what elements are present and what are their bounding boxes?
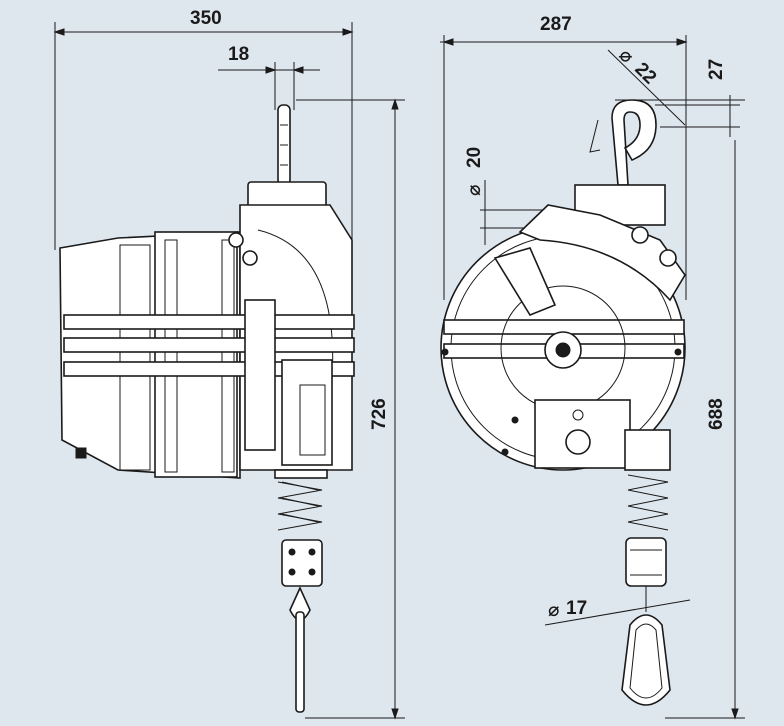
front-hook — [574, 99, 666, 226]
side-cable-end — [281, 539, 323, 713]
dimension-18: 18 — [218, 44, 320, 110]
dimension-287-label: 287 — [540, 14, 572, 35]
hook-diameter-symbol: ⌀ — [614, 45, 637, 68]
dimension-726: 726 — [296, 98, 405, 720]
dimension-18-label: 18 — [228, 44, 249, 65]
side-spring — [274, 469, 328, 531]
front-view: 287 ⌀ 22 27 ⌀ 20 688 — [440, 14, 745, 720]
dimension-726-label: 726 — [369, 398, 390, 430]
dimension-shaft-diameter-label: 20 — [464, 147, 485, 168]
dimension-27-label: 27 — [706, 59, 727, 80]
side-housing — [59, 204, 355, 479]
dimension-350-label: 350 — [190, 8, 222, 29]
shaft-diameter-symbol: ⌀ — [464, 185, 485, 196]
dimension-350: 350 — [53, 8, 354, 250]
dimension-carabiner-diameter: ⌀ 17 — [544, 598, 691, 626]
dimension-hook-diameter-label: 22 — [630, 59, 660, 89]
front-spring — [627, 474, 669, 531]
dimension-carabiner-diameter-label: 17 — [566, 598, 587, 619]
dimension-688-label: 688 — [706, 398, 727, 430]
front-cable-end — [621, 537, 671, 706]
dimension-27: 27 — [655, 59, 740, 137]
suspension-eye — [247, 104, 327, 221]
side-view: 350 18 726 — [53, 8, 405, 720]
front-housing — [440, 204, 686, 471]
dimension-287: 287 — [440, 14, 688, 300]
carabiner-diameter-symbol: ⌀ — [548, 600, 559, 621]
